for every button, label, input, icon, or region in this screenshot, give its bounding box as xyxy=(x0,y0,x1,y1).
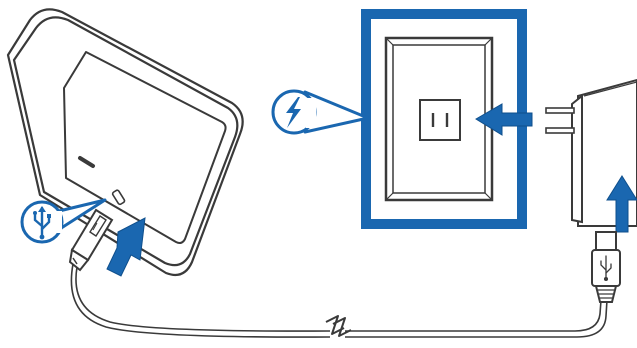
insert-arrow-charger xyxy=(606,175,637,233)
usb-callout xyxy=(20,198,107,244)
insert-arrow-tablet xyxy=(106,217,146,277)
usb-cable xyxy=(70,263,608,338)
outlet-socket xyxy=(419,99,461,141)
lightning-bolt-icon xyxy=(286,97,301,128)
usb-a-plug xyxy=(591,231,621,303)
zigzag-break-icon xyxy=(325,315,352,337)
charger-prong-bottom xyxy=(545,127,575,134)
micro-usb-plug xyxy=(68,208,114,272)
tablet-side-button xyxy=(78,156,95,168)
insert-arrow-outlet xyxy=(475,103,533,136)
wall-charger xyxy=(545,78,637,227)
charger-prong-top xyxy=(545,107,575,114)
power-callout xyxy=(271,89,370,135)
tablet-usb-port xyxy=(111,189,126,206)
usb-icon xyxy=(33,206,51,240)
tablet-screen xyxy=(63,51,227,244)
wall-outlet xyxy=(361,9,527,229)
